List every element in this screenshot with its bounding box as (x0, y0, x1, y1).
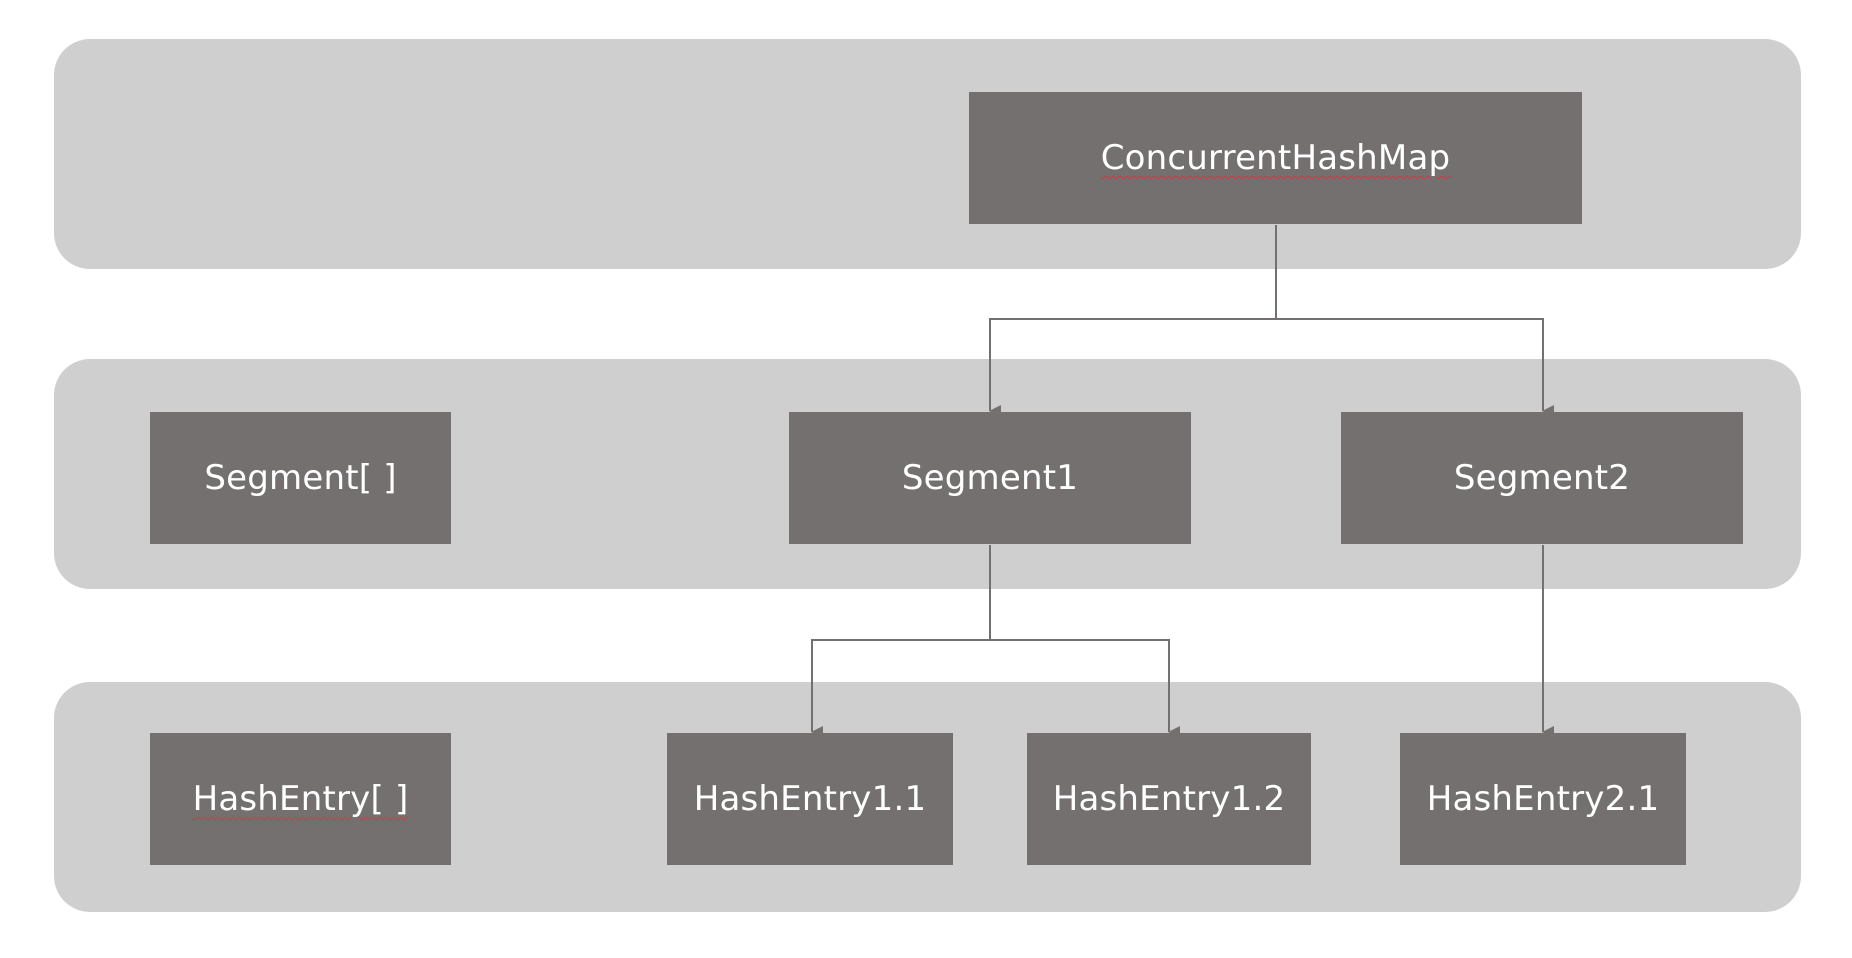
connector-map-to-segment2 (1276, 318, 1554, 417)
node-segment2: Segment2 (1341, 412, 1743, 544)
node-label: Segment1 (901, 458, 1079, 498)
node-hash-entry-1-1: HashEntry1.1 (667, 733, 953, 865)
node-hash-entry-2-1: HashEntry2.1 (1400, 733, 1686, 865)
node-label: HashEntry1.1 (693, 779, 927, 819)
node-label: HashEntry[ ] (193, 779, 409, 819)
connector-map-to-segment1 (989, 225, 1277, 417)
node-label: HashEntry1.2 (1052, 779, 1286, 819)
connector-segment1-to-entry-1-2 (990, 639, 1180, 738)
connector-segment1-to-entry-1-1 (811, 545, 991, 738)
node-label: ConcurrentHashMap (1100, 138, 1451, 178)
node-label: HashEntry2.1 (1426, 779, 1660, 819)
node-segment-array: Segment[ ] (150, 412, 451, 544)
node-hash-entry-1-2: HashEntry1.2 (1027, 733, 1311, 865)
node-hash-entry-array: HashEntry[ ] (150, 733, 451, 865)
node-label-main: HashEntry[ ] (192, 779, 409, 819)
node-label: Segment2 (1453, 458, 1631, 498)
node-segment1: Segment1 (789, 412, 1191, 544)
node-concurrent-hash-map: ConcurrentHashMap (969, 92, 1582, 224)
node-label: Segment[ ] (204, 458, 397, 498)
